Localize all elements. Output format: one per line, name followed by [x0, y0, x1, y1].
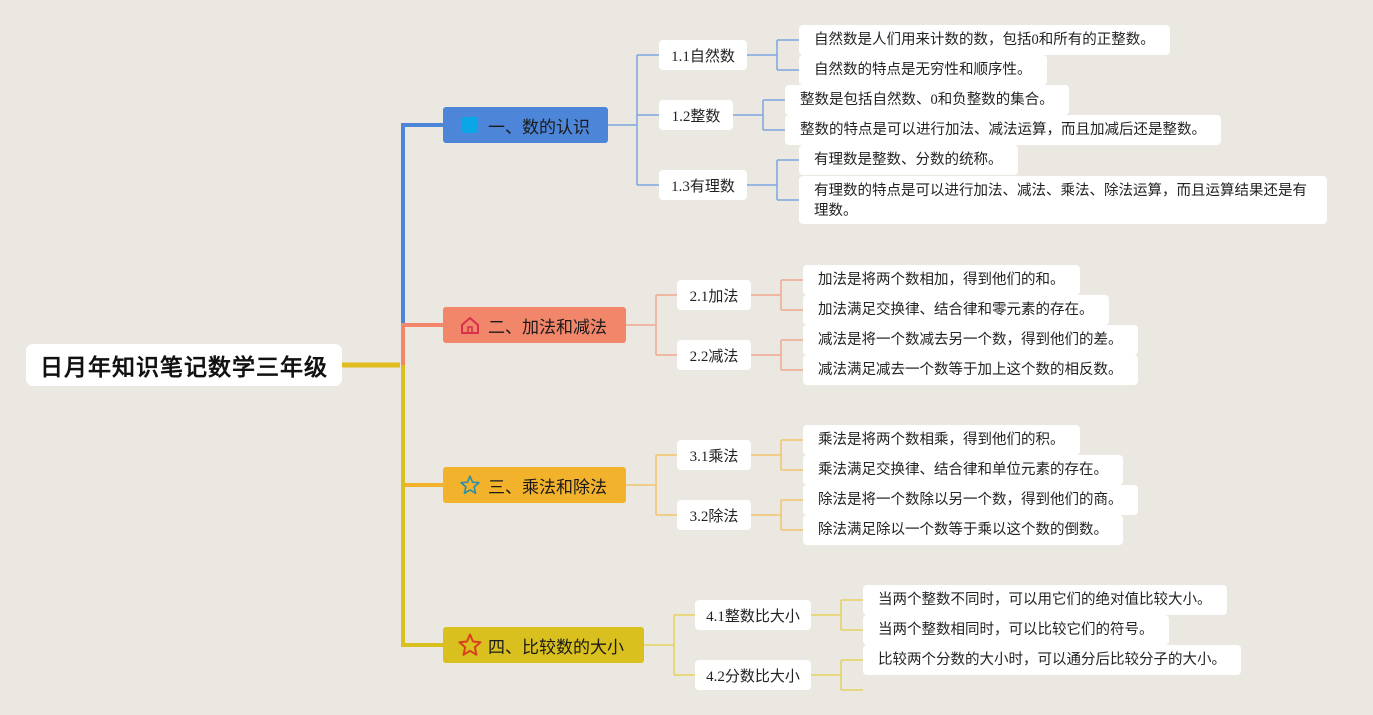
red-star-icon [458, 633, 482, 657]
sub-topic-3-2[interactable]: 3.2除法 [677, 500, 751, 530]
spine-blue [401, 123, 444, 365]
blue-square-icon [458, 113, 482, 137]
leaf-1-2-b[interactable]: 整数的特点是可以进行加法、减法运算，而且加减后还是整数。 [785, 115, 1221, 145]
branch-label: 一、数的认识 [488, 117, 590, 138]
sub-topic-1-2[interactable]: 1.2整数 [659, 100, 733, 130]
sub-topic-2-1[interactable]: 2.1加法 [677, 280, 751, 310]
branch-compare-numbers[interactable]: 四、比较数的大小 [443, 627, 644, 663]
sub-topic-2-2[interactable]: 2.2减法 [677, 340, 751, 370]
root-topic[interactable]: 日月年知识笔记数学三年级 [26, 344, 342, 386]
leaf-2-2-b[interactable]: 减法满足减去一个数等于加上这个数的相反数。 [803, 355, 1138, 385]
leaf-3-2-b[interactable]: 除法满足除以一个数等于乘以这个数的倒数。 [803, 515, 1123, 545]
branch-number-recognition[interactable]: 一、数的认识 [443, 107, 608, 143]
leaf-1-3-b[interactable]: 有理数的特点是可以进行加法、减法、乘法、除法运算，而且运算结果还是有理数。 [799, 176, 1327, 224]
branch-multiplication-division[interactable]: 三、乘法和除法 [443, 467, 626, 503]
leaf-4-2-a[interactable]: 比较两个分数的大小时，可以通分后比较分子的大小。 [863, 645, 1241, 675]
leaf-3-2-a[interactable]: 除法是将一个数除以另一个数，得到他们的商。 [803, 485, 1138, 515]
spine-orange [401, 323, 444, 365]
leaf-4-1-b[interactable]: 当两个整数相同时，可以比较它们的符号。 [863, 615, 1169, 645]
branch-label: 三、乘法和除法 [488, 477, 607, 498]
spine-gold [401, 365, 444, 647]
branch-addition-subtraction[interactable]: 二、加法和减法 [443, 307, 626, 343]
leaf-1-1-b[interactable]: 自然数的特点是无穷性和顺序性。 [799, 55, 1047, 85]
leaf-4-1-a[interactable]: 当两个整数不同时，可以用它们的绝对值比较大小。 [863, 585, 1227, 615]
sub-topic-4-1[interactable]: 4.1整数比大小 [695, 600, 811, 630]
branch-label: 二、加法和减法 [488, 317, 607, 338]
spine-yellow [401, 365, 444, 487]
leaf-2-1-a[interactable]: 加法是将两个数相加，得到他们的和。 [803, 265, 1080, 295]
sub-topic-1-3[interactable]: 1.3有理数 [659, 170, 747, 200]
leaf-1-1-a[interactable]: 自然数是人们用来计数的数，包括0和所有的正整数。 [799, 25, 1170, 55]
leaf-1-3-a[interactable]: 有理数是整数、分数的统称。 [799, 145, 1018, 175]
leaf-2-1-b[interactable]: 加法满足交换律、结合律和零元素的存在。 [803, 295, 1109, 325]
leaf-3-1-a[interactable]: 乘法是将两个数相乘，得到他们的积。 [803, 425, 1080, 455]
sub-topic-3-1[interactable]: 3.1乘法 [677, 440, 751, 470]
leaf-3-1-b[interactable]: 乘法满足交换律、结合律和单位元素的存在。 [803, 455, 1123, 485]
branch-label: 四、比较数的大小 [488, 637, 624, 658]
sub-topic-4-2[interactable]: 4.2分数比大小 [695, 660, 811, 690]
star-outline-icon [458, 473, 482, 497]
leaf-1-2-a[interactable]: 整数是包括自然数、0和负整数的集合。 [785, 85, 1069, 115]
leaf-2-2-a[interactable]: 减法是将一个数减去另一个数，得到他们的差。 [803, 325, 1138, 355]
house-icon [458, 313, 482, 337]
sub-topic-1-1[interactable]: 1.1自然数 [659, 40, 747, 70]
